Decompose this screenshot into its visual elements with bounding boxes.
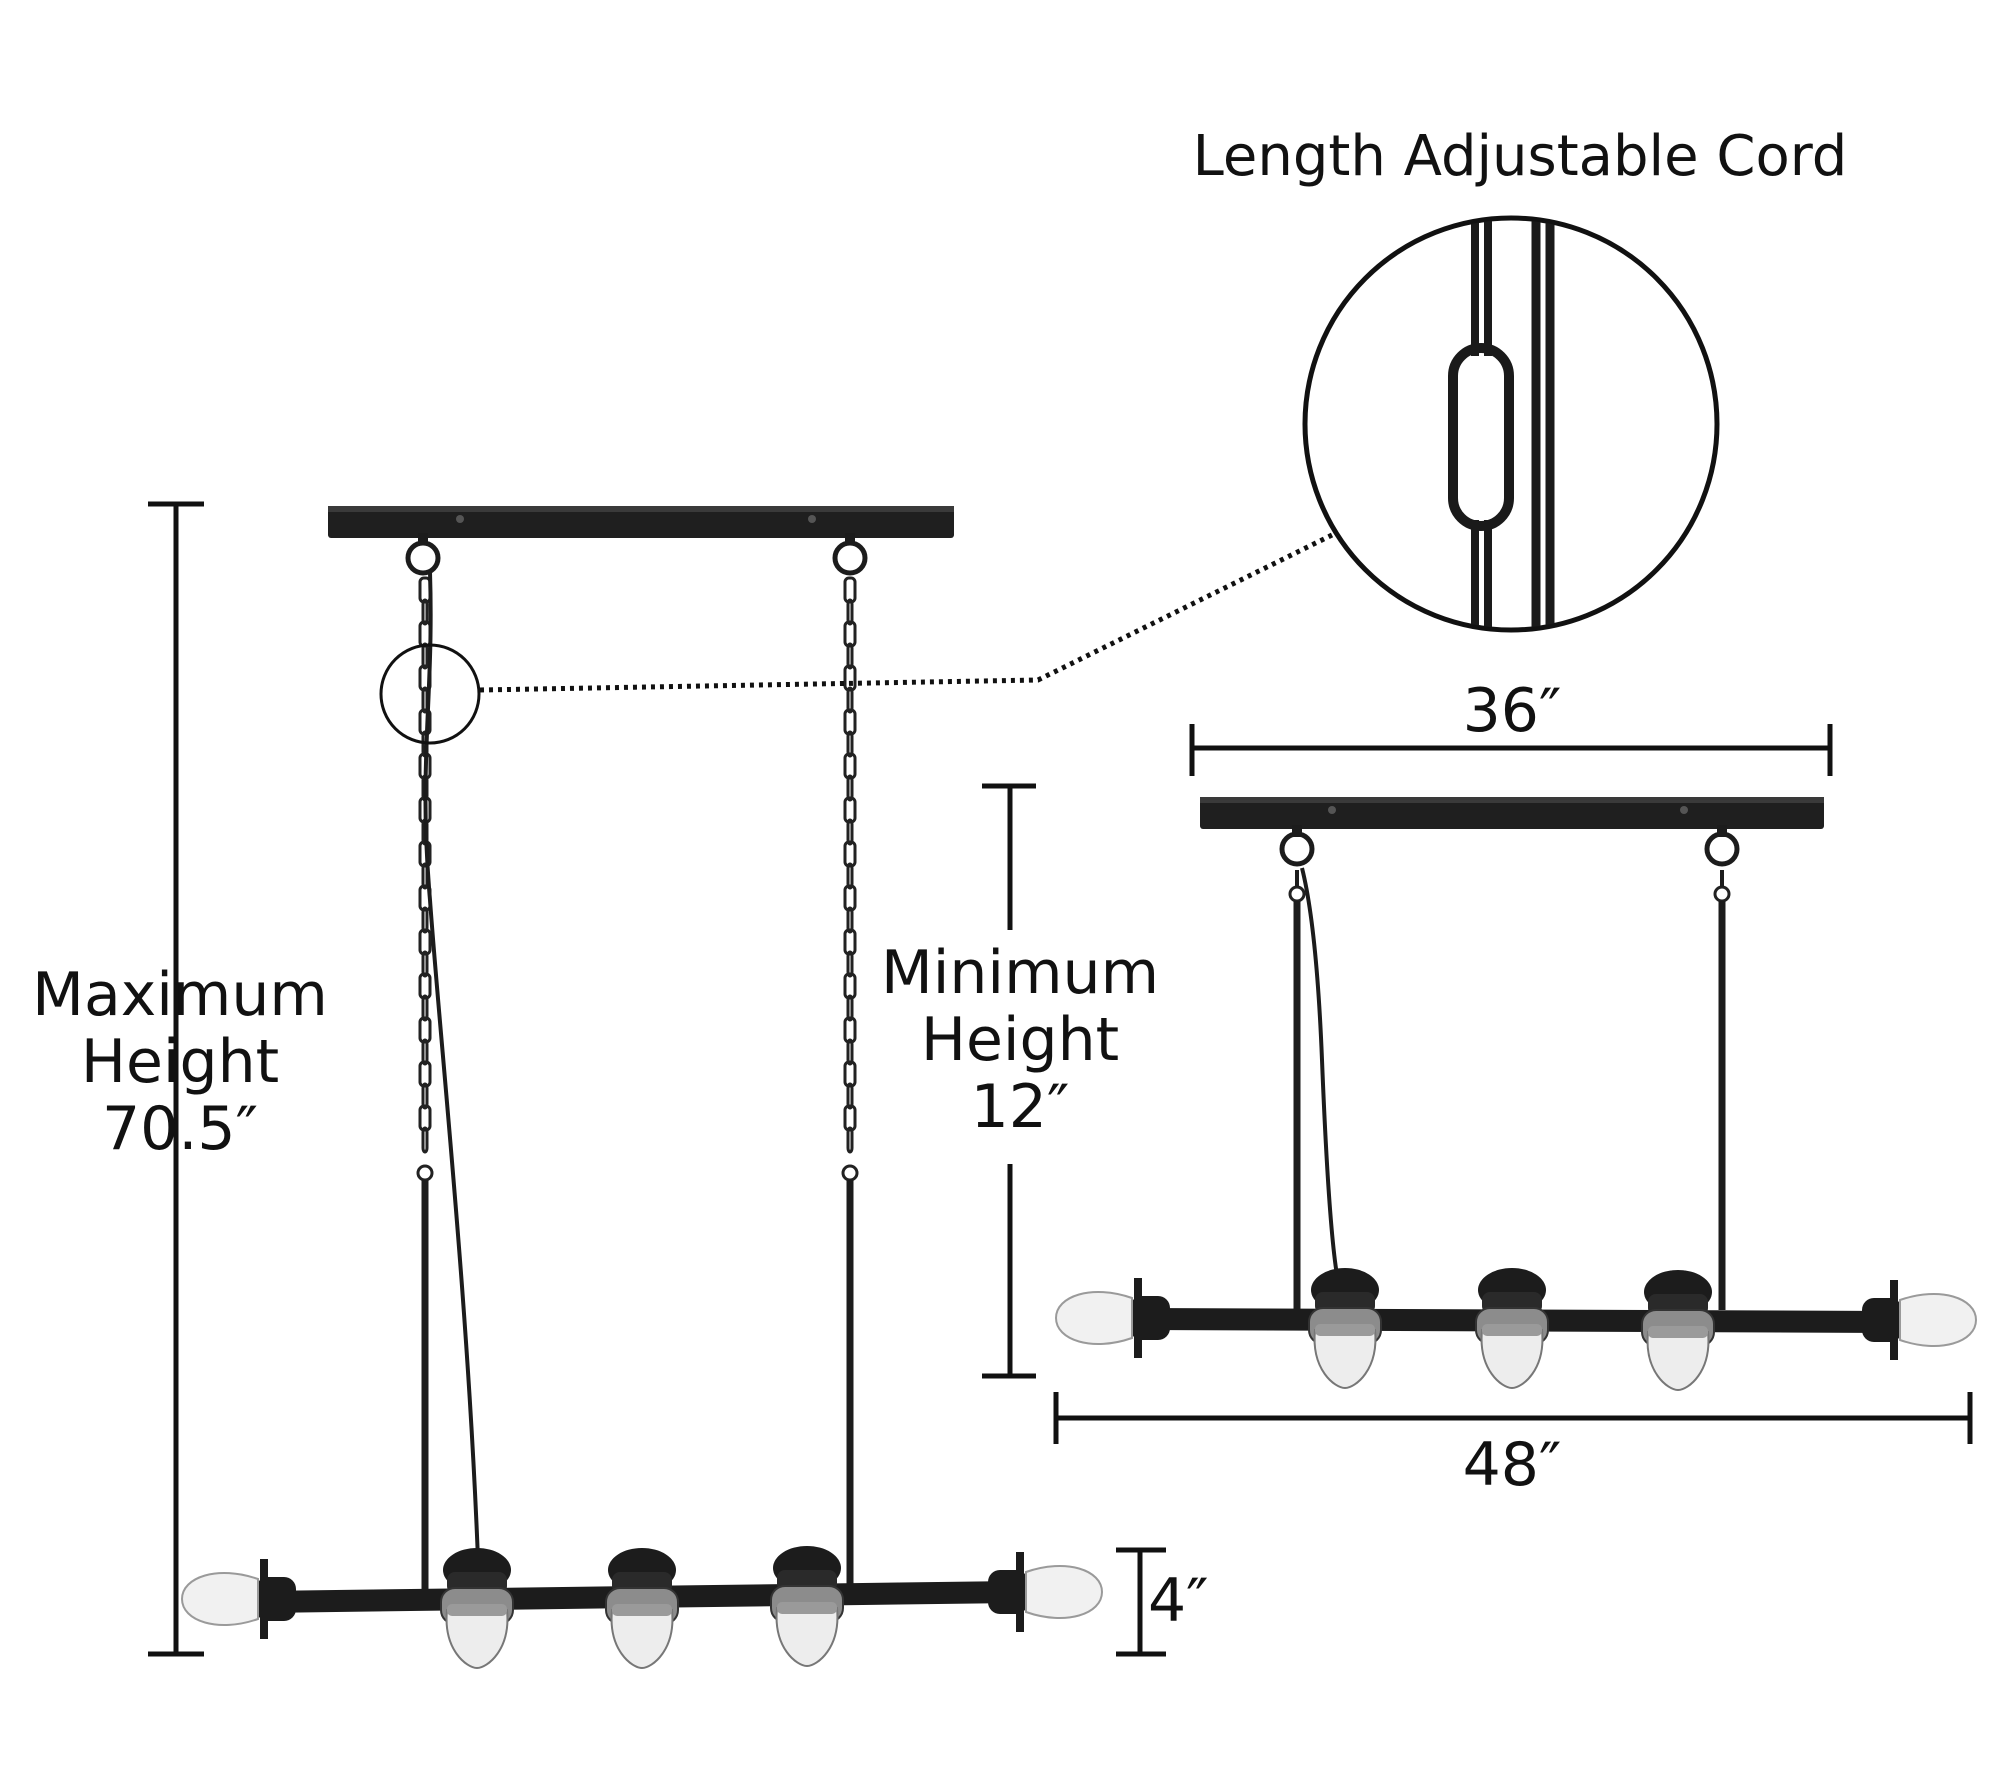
hanging-ring bbox=[832, 540, 868, 576]
chain-link bbox=[418, 1104, 432, 1132]
chain-link bbox=[421, 1082, 429, 1110]
chain-link bbox=[846, 818, 854, 846]
chain-link bbox=[843, 928, 857, 956]
max-height-label-line1: Maximum bbox=[32, 960, 328, 1030]
max-height-label-line2: Height bbox=[80, 1027, 280, 1098]
chain-link bbox=[843, 664, 857, 692]
min-height-label: Minimum Height 12″ bbox=[860, 938, 1180, 1143]
zoom-marker-circle bbox=[379, 643, 481, 745]
chain-link bbox=[418, 928, 432, 956]
chain-link bbox=[418, 972, 432, 1000]
chain-link bbox=[846, 950, 854, 978]
min-height-label-line1: Minimum bbox=[880, 938, 1160, 1008]
min-height-value: 12″ bbox=[970, 1072, 1070, 1143]
chain-link bbox=[843, 1016, 857, 1044]
chain-link bbox=[421, 1038, 429, 1066]
cord-closeup bbox=[1302, 215, 1720, 633]
power-cord bbox=[423, 571, 480, 1561]
chain-link bbox=[843, 1060, 857, 1088]
chain-link bbox=[846, 1082, 854, 1110]
chain-link bbox=[843, 884, 857, 912]
chain-link bbox=[421, 1126, 429, 1154]
chain-link bbox=[421, 994, 429, 1022]
chain-link bbox=[418, 1060, 432, 1088]
min-height-fixture bbox=[982, 724, 1977, 1444]
arm-height-label: 4″ bbox=[1148, 1566, 1209, 1636]
chain-link bbox=[843, 1104, 857, 1132]
chain-link bbox=[421, 642, 429, 670]
title-label: Length Adjustable Cord bbox=[1192, 124, 1848, 189]
canopy bbox=[328, 506, 954, 538]
hanging-ring bbox=[405, 540, 441, 576]
chain-link bbox=[418, 1016, 432, 1044]
chain-link bbox=[843, 620, 857, 648]
chain-link bbox=[843, 576, 857, 604]
chain-link bbox=[843, 972, 857, 1000]
chain-right bbox=[843, 576, 857, 1154]
canopy bbox=[1200, 797, 1824, 829]
max-height-value: 70.5″ bbox=[101, 1094, 258, 1165]
max-height-fixture bbox=[148, 501, 1334, 1669]
chain-link bbox=[843, 708, 857, 736]
chain-link bbox=[846, 730, 854, 758]
chain-link bbox=[846, 994, 854, 1022]
chain-link bbox=[846, 1126, 854, 1154]
chain-link bbox=[843, 840, 857, 868]
chain-link bbox=[846, 906, 854, 934]
max-height-label: Maximum Height 70.5″ bbox=[20, 960, 340, 1165]
chain-link bbox=[846, 686, 854, 714]
chain-link bbox=[846, 642, 854, 670]
min-height-label-line2: Height bbox=[920, 1005, 1120, 1076]
fixture-width-label: 48″ bbox=[1462, 1430, 1562, 1500]
canopy-width-label: 36″ bbox=[1462, 676, 1562, 746]
chain-link bbox=[421, 598, 429, 626]
chain-link bbox=[846, 1038, 854, 1066]
zoom-leader-line bbox=[479, 532, 1334, 693]
chain-link bbox=[846, 774, 854, 802]
chain-link bbox=[843, 752, 857, 780]
chain-link bbox=[421, 950, 429, 978]
chain-link bbox=[846, 862, 854, 890]
chain-link bbox=[843, 796, 857, 824]
chain-link bbox=[846, 598, 854, 626]
chain-link bbox=[421, 906, 429, 934]
